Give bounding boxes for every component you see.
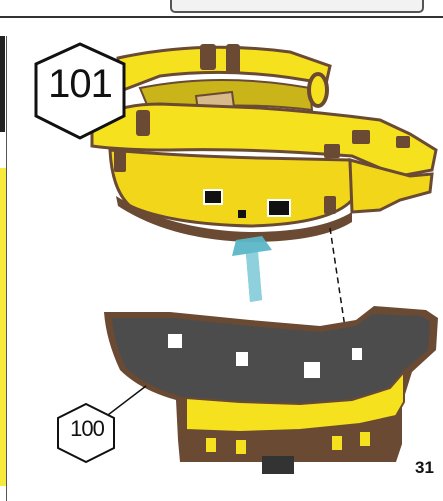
page-number: 31: [415, 458, 434, 478]
instruction-page: 101 100 31: [0, 0, 443, 483]
insertion-arrow: [232, 236, 272, 302]
part-101-hull: [92, 44, 436, 242]
part-101-label: 101: [32, 62, 128, 107]
part-100-keel: [104, 306, 438, 474]
part-100-label: 100: [56, 416, 118, 442]
